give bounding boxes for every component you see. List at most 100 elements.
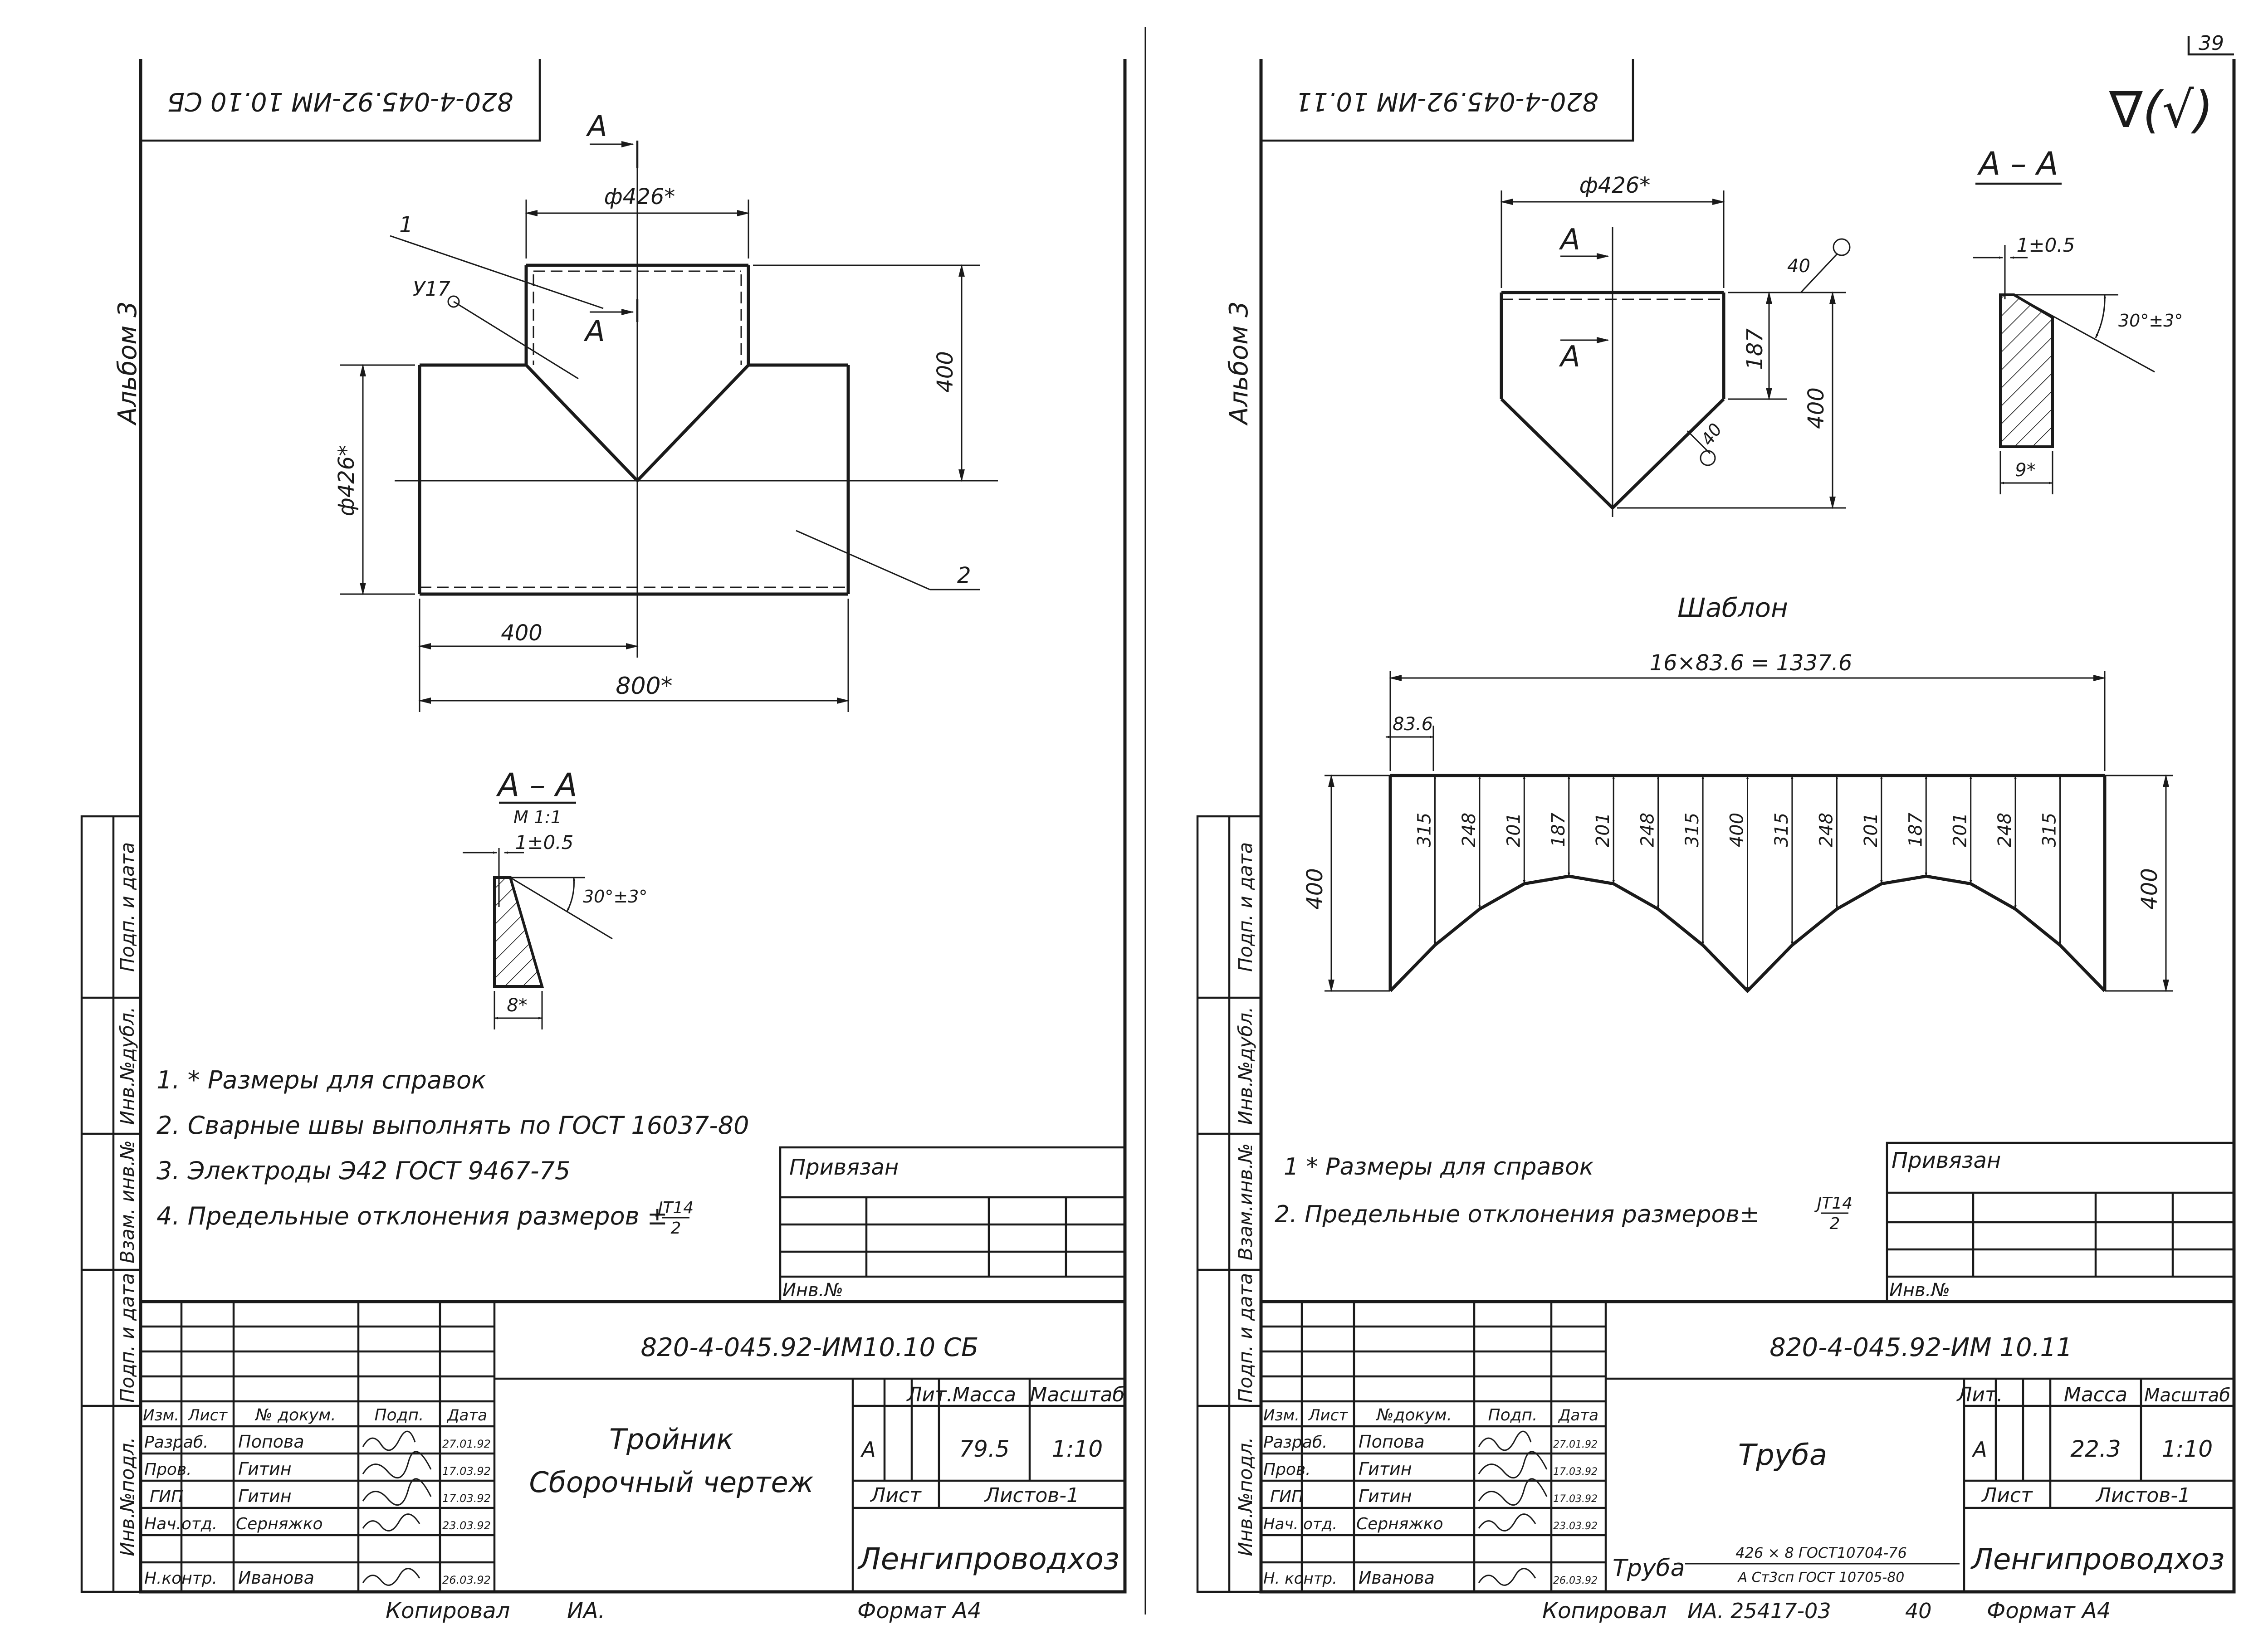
right-privyazan-box: Привязан Инв.№ bbox=[1886, 1141, 2235, 1303]
right-signature-1 bbox=[1478, 1430, 1532, 1451]
right-tb-h-sign: Подп. bbox=[1488, 1406, 1538, 1424]
ordinate-label-12: 187 bbox=[1905, 812, 1926, 847]
right-tb-h-izm: Изм. bbox=[1263, 1406, 1300, 1424]
signature-4 bbox=[362, 1513, 420, 1532]
left-section-mark-top: А bbox=[586, 110, 607, 143]
ordinate-label-8: 400 bbox=[1727, 813, 1748, 847]
ordinate-label-5: 201 bbox=[1593, 813, 1613, 847]
signature-3 bbox=[362, 1478, 432, 1506]
left-tb-name-1: Попова bbox=[238, 1432, 304, 1452]
right-tb-material-top: 426 × 8 ГОСТ10704-76 bbox=[1735, 1544, 1907, 1561]
left-tb-date-6: 26.03.92 bbox=[442, 1574, 491, 1586]
right-section-aa: А – А 1±0.5 30°±3° 9* bbox=[1973, 145, 2183, 494]
page-number: 39 bbox=[2199, 32, 2224, 55]
right-tb-date-3: 17.03.92 bbox=[1553, 1493, 1598, 1505]
left-section-mark-bottom: А bbox=[583, 315, 605, 348]
right-dim-h400: 400 bbox=[1804, 387, 1829, 429]
right-tb-name: Труба bbox=[1738, 1439, 1827, 1472]
left-section-thickness: 8* bbox=[507, 995, 527, 1016]
right-footer-inv: ИА. 25417-03 bbox=[1687, 1599, 1831, 1623]
tee-assembly-view: А А ф426* 400 ф426* 400 800* bbox=[334, 110, 998, 712]
ordinate-label-14: 248 bbox=[1994, 813, 2015, 847]
right-section-gap: 1±0.5 bbox=[2017, 234, 2075, 256]
left-tb-h-list: Лист bbox=[187, 1406, 228, 1424]
signature-5 bbox=[362, 1568, 420, 1586]
signature-2 bbox=[362, 1451, 432, 1479]
left-tb-name-line1: Тройник bbox=[609, 1423, 733, 1456]
right-margin-label-2: Подп. и дата bbox=[1234, 1273, 1256, 1403]
right-tb-lit-h: Лит. bbox=[1956, 1383, 2003, 1406]
right-tb-name-1: Попова bbox=[1359, 1432, 1425, 1452]
right-margin-label-3: Взам.инв.№ bbox=[1234, 1143, 1256, 1260]
left-tb-name-2: Гитин bbox=[238, 1459, 292, 1479]
right-tb-date-1: 27.01.92 bbox=[1553, 1439, 1598, 1450]
ordinate-label-13: 201 bbox=[1950, 813, 1971, 847]
left-note-4: 4. Предельные отклонения размеров ± bbox=[156, 1202, 668, 1230]
left-note-1: 1. * Размеры для справок bbox=[156, 1066, 486, 1094]
ordinate-label-4: 187 bbox=[1548, 812, 1569, 847]
right-top-code-box: 820-4-045.92-ИМ 10.11 bbox=[1261, 59, 1634, 142]
right-footer-format: Формат А4 bbox=[1987, 1598, 2111, 1624]
left-tb-name-4: Серняжко bbox=[236, 1515, 323, 1533]
right-margin-label-4: Инв.№дубл. bbox=[1234, 1007, 1256, 1125]
left-tb-date-1: 27.01.92 bbox=[442, 1438, 491, 1450]
left-tb-org: Ленгипроводхоз bbox=[857, 1541, 1119, 1576]
ordinate-label-9: 315 bbox=[1771, 813, 1792, 847]
left-footer-initials: ИА. bbox=[567, 1598, 605, 1624]
left-dim-w800: 800* bbox=[616, 673, 672, 700]
right-section-mark-bottom: А bbox=[1559, 340, 1580, 374]
right-note-1: 1 * Размеры для справок bbox=[1284, 1153, 1594, 1180]
right-tb-role-6: Н. контр. bbox=[1263, 1570, 1337, 1588]
left-tb-scale: 1:10 bbox=[1052, 1436, 1103, 1462]
right-section-title: А – А bbox=[1977, 145, 2058, 182]
right-tolerance-den: 2 bbox=[1830, 1215, 1840, 1233]
right-bevel-mark: 40 bbox=[1787, 256, 1810, 277]
right-privyazan: Привязан bbox=[1892, 1148, 2001, 1173]
right-top-code: 820-4-045.92-ИМ 10.11 bbox=[1295, 87, 1598, 116]
left-inv-no: Инв.№ bbox=[782, 1280, 843, 1301]
ordinate-label-10: 248 bbox=[1816, 813, 1837, 847]
left-section-scale: М 1:1 bbox=[513, 807, 562, 827]
ordinate-label-7: 315 bbox=[1682, 813, 1703, 847]
left-dim-h400: 400 bbox=[933, 351, 958, 393]
left-tb-role-6: Н.контр. bbox=[144, 1569, 217, 1588]
right-signature-4 bbox=[1478, 1513, 1536, 1532]
right-section-angle: 30°±3° bbox=[2118, 311, 2183, 331]
callout-part-2: 2 bbox=[957, 563, 971, 588]
left-footer-copied: Копировал bbox=[386, 1598, 510, 1624]
ordinate-label-2: 248 bbox=[1459, 813, 1480, 847]
ordinate-label-1: 315 bbox=[1414, 813, 1435, 847]
signature-1 bbox=[362, 1430, 416, 1451]
ordinate-label-15: 315 bbox=[2039, 813, 2060, 847]
left-tb-date-4: 23.03.92 bbox=[442, 1519, 491, 1532]
left-tb-mass-h: Масса bbox=[953, 1383, 1016, 1406]
template-step-dim: 83.6 bbox=[1393, 714, 1433, 735]
roughness-mark: ∇(√) bbox=[2109, 81, 2214, 139]
pipe-view: А А ф426* 187 400 40 40 bbox=[1500, 173, 1851, 517]
left-note-3: 3. Электроды Э42 ГОСТ 9467-75 bbox=[156, 1156, 570, 1185]
ordinate-label-11: 201 bbox=[1861, 813, 1882, 847]
margin-label-3: Взам. инв.№ bbox=[116, 1140, 138, 1263]
left-dim-d-top: ф426* bbox=[604, 184, 675, 210]
callout-weld-mark: У17 bbox=[413, 278, 450, 301]
right-dim-h187: 187 bbox=[1742, 328, 1768, 370]
right-margin-strip: Инв.№подл. Подп. и дата Взам.инв.№ Инв.№… bbox=[1196, 815, 1262, 1593]
left-tolerance-num: JT14 bbox=[655, 1199, 694, 1217]
left-top-code-box: 820-4-045.92-ИМ 10.10 СБ bbox=[141, 59, 541, 142]
right-tb-role-1: Разраб. bbox=[1263, 1433, 1327, 1452]
left-sheet: Инв.№подл. Подп. и дата Взам. инв.№ Инв.… bbox=[80, 59, 1127, 1624]
callout-part-1: 1 bbox=[399, 212, 413, 238]
right-album-label: Альбом 3 bbox=[1224, 301, 1254, 426]
right-title-block: Изм. Лист №докум. Подп. Дата Разраб. Поп… bbox=[1261, 1300, 2234, 1592]
right-tb-sheet-h: Лист bbox=[1981, 1484, 2033, 1507]
right-inv-no: Инв.№ bbox=[1889, 1280, 1950, 1301]
left-tb-h-doc: № докум. bbox=[254, 1406, 336, 1424]
left-dim-w400: 400 bbox=[501, 620, 543, 646]
left-title-block: Изм. Лист № докум. Подп. Дата Разраб. По… bbox=[141, 1300, 1125, 1592]
template-left-height: 400 bbox=[1302, 868, 1328, 910]
left-tb-h-sign: Подп. bbox=[375, 1406, 424, 1424]
right-dim-d-top: ф426* bbox=[1579, 173, 1651, 198]
